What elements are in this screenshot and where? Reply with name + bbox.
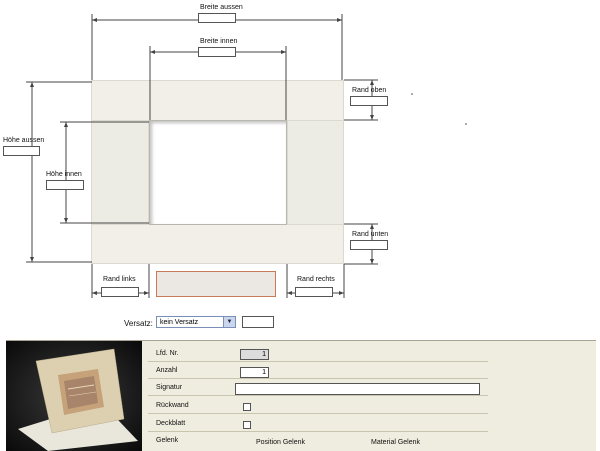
deckblatt-label: Deckblatt [156,420,186,427]
signatur-field[interactable] [235,383,480,395]
mat-window [149,120,287,225]
gelenk-label: Gelenk [156,437,179,444]
versatz-select[interactable]: kein Versatz ▼ [156,316,236,328]
rand-unten-input[interactable] [350,240,388,250]
product-photo [6,341,142,451]
rand-oben-label: Rand oben [352,87,387,94]
position-gelenk-label: Position Gelenk [256,439,306,446]
row-divider [148,378,488,379]
rueckwand-label: Rückwand [156,402,189,409]
hoehe-aussen-label: Höhe aussen [3,137,45,144]
dimension-lines [26,14,467,298]
rand-rechts-label: Rand rechts [297,276,335,283]
breite-innen-label: Breite innen [200,38,238,45]
signatur-label: Signatur [156,384,183,391]
rand-unten-label: Rand unten [352,231,389,238]
details-panel: Lfd. Nr. 1 Anzahl 1 Signatur Rückwand De… [6,340,596,451]
mat-right [287,120,344,225]
mat-left [91,120,149,225]
lfd-nr-field: 1 [240,349,269,360]
breite-aussen-input[interactable] [198,13,236,23]
breite-innen-input[interactable] [198,47,236,57]
rand-links-label: Rand links [103,276,136,283]
hoehe-innen-input[interactable] [46,180,84,190]
versatz-value-input[interactable] [242,316,274,328]
anzahl-label: Anzahl [156,367,178,374]
row-divider [148,361,488,362]
row-divider [148,413,488,414]
rueckwand-checkbox[interactable] [243,403,251,411]
mat-photo-image [6,341,142,451]
lfd-nr-label: Lfd. Nr. [156,350,179,357]
anzahl-field[interactable]: 1 [240,367,269,378]
deckblatt-checkbox[interactable] [243,421,251,429]
row-divider [148,395,488,396]
preview-box [156,271,276,297]
chevron-down-icon[interactable]: ▼ [223,317,235,327]
row-divider [148,431,488,432]
rand-oben-input[interactable] [350,96,388,106]
hoehe-innen-label: Höhe innen [46,171,82,178]
versatz-label: Versatz: [124,319,153,328]
mat-bottom [91,224,344,264]
mat-top [91,80,344,121]
breite-aussen-label: Breite aussen [200,4,243,11]
material-gelenk-label: Material Gelenk [371,439,421,446]
rand-links-input[interactable] [101,287,139,297]
versatz-select-value: kein Versatz [160,319,199,326]
rand-rechts-input[interactable] [295,287,333,297]
hoehe-aussen-input[interactable] [3,146,40,156]
